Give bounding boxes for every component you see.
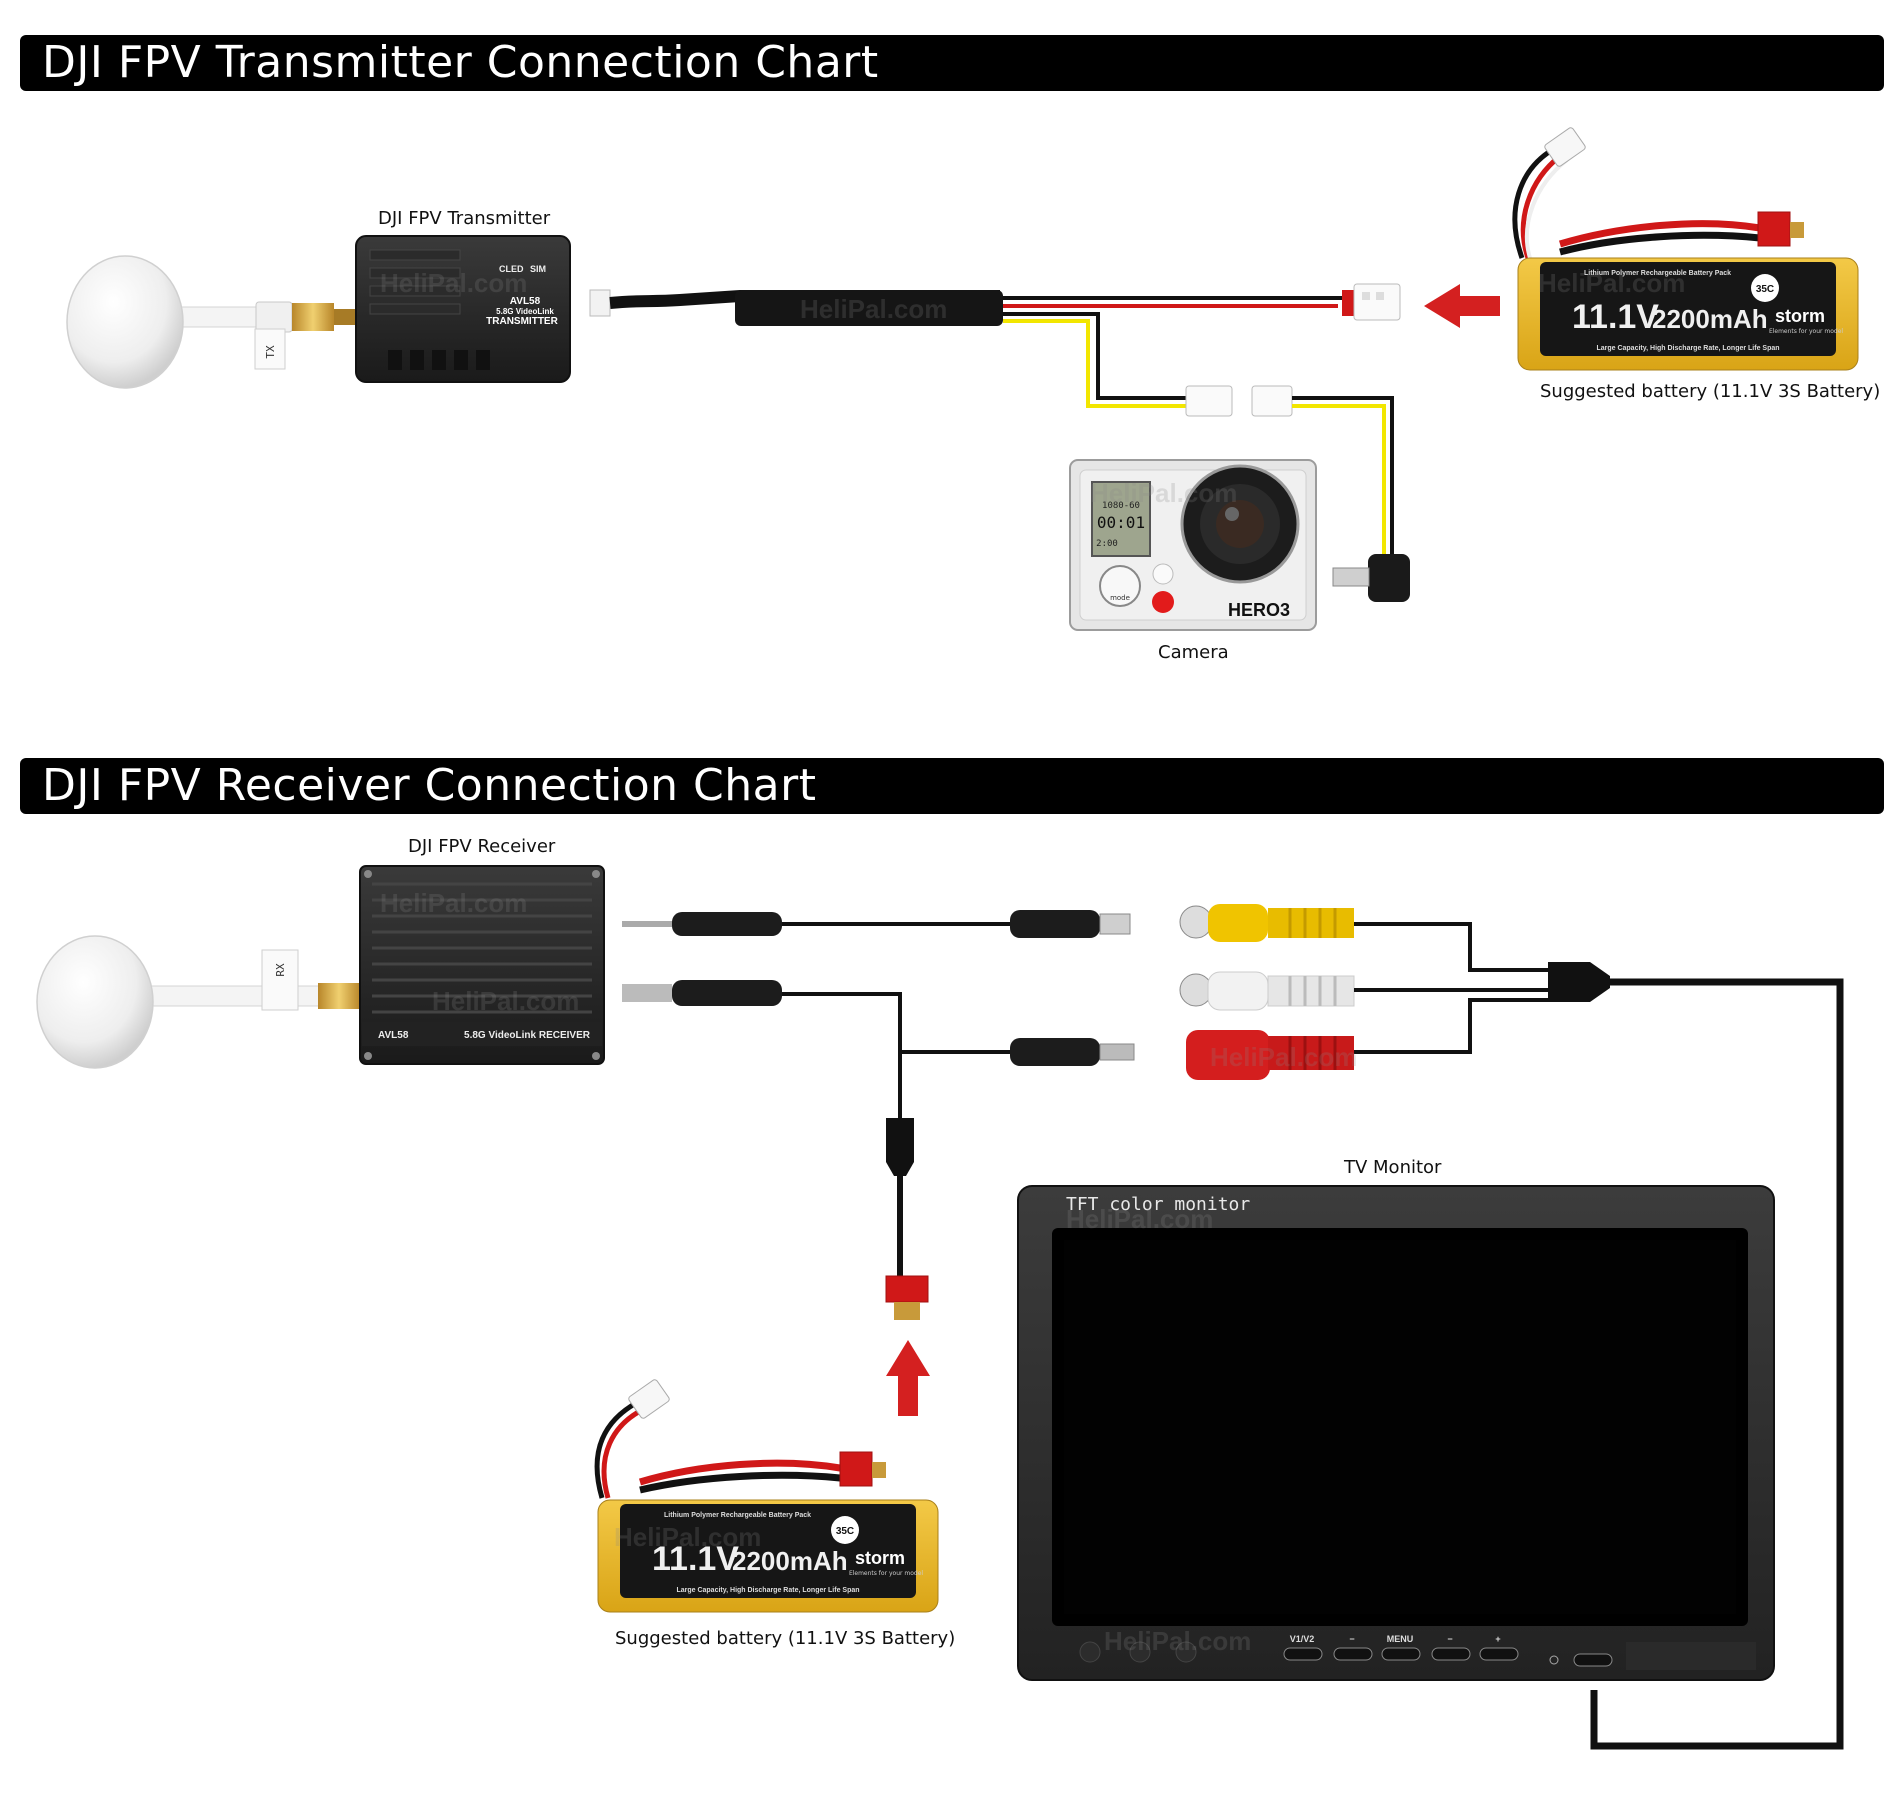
monitor-btn-label-plus: + — [1495, 1634, 1500, 1644]
monitor-btn-label-minus-1: − — [1349, 1634, 1354, 1644]
watermark: HeliPal.com — [1066, 1204, 1213, 1234]
tx-badge-sim: SIM — [530, 264, 546, 274]
receiver-unit: AVL58 5.8G VideoLink RECEIVER — [359, 865, 605, 1065]
tx-type: TRANSMITTER — [486, 316, 558, 327]
transmitter-unit: CLED SIM AVL58 5.8G VideoLink TRANSMITTE… — [355, 235, 571, 383]
monitor-btn-label-menu: MENU — [1387, 1634, 1414, 1644]
rx-battery-top-text: Lithium Polymer Rechargeable Battery Pac… — [664, 1512, 811, 1519]
watermark: HeliPal.com — [614, 1522, 761, 1552]
camera-label: Camera — [1158, 642, 1229, 663]
rx-battery-arrow — [886, 1340, 930, 1416]
rx-battery-rating: 35C — [836, 1526, 854, 1537]
tx-videolink: 5.8G VideoLink — [496, 307, 554, 316]
watermark: HeliPal.com — [432, 986, 579, 1016]
tx-battery-tagline: Elements for your model — [1769, 328, 1843, 335]
receiver-label: DJI FPV Receiver — [408, 836, 556, 857]
receiver-chart-title: DJI FPV Receiver Connection Chart — [42, 760, 817, 811]
rx-battery-brand: storm — [855, 1548, 905, 1568]
tx-model: AVL58 — [510, 296, 541, 307]
tx-battery-rating: 35C — [1756, 284, 1774, 295]
rx-antenna-tag: RX — [274, 963, 287, 977]
rx-battery-label: Suggested battery (11.1V 3S Battery) — [615, 1628, 956, 1649]
camera-time: 00:01 — [1097, 513, 1145, 532]
camera-model: HERO3 — [1228, 600, 1290, 620]
tx-battery-label: Suggested battery (11.1V 3S Battery) — [1540, 381, 1881, 402]
camera-resolution: 1080-60 — [1102, 501, 1140, 511]
receiver-chart-banner: DJI FPV Receiver Connection Chart — [20, 758, 1884, 814]
tx-cable — [589, 283, 1410, 602]
tx-battery-bottom-text: Large Capacity, High Discharge Rate, Lon… — [1596, 345, 1779, 352]
rx-model: AVL58 — [378, 1030, 409, 1041]
camera: 1080-60 00:01 2:00 mode HERO3 — [1069, 459, 1317, 631]
tx-battery-brand: storm — [1775, 306, 1825, 326]
watermarks: HeliPal.com HeliPal.com HeliPal.com Heli… — [380, 268, 1685, 1656]
camera-mode-label: mode — [1110, 594, 1130, 602]
watermark: HeliPal.com — [1538, 268, 1685, 298]
watermark: HeliPal.com — [1090, 478, 1237, 508]
monitor-av-cable — [1354, 922, 1844, 1750]
tx-antenna-tag: TX — [264, 345, 277, 359]
watermark: HeliPal.com — [800, 294, 947, 324]
transmitter-label: DJI FPV Transmitter — [378, 208, 551, 229]
transmitter-chart-title: DJI FPV Transmitter Connection Chart — [42, 37, 879, 88]
rx-battery: Lithium Polymer Rechargeable Battery Pac… — [594, 1379, 939, 1613]
monitor-label: TV Monitor — [1344, 1157, 1442, 1178]
tx-battery-arrow — [1424, 284, 1500, 328]
watermark: HeliPal.com — [380, 268, 527, 298]
monitor-btn-label-minus-2: − — [1447, 1634, 1452, 1644]
camera-remaining: 2:00 — [1096, 539, 1118, 549]
tv-monitor: TFT color monitor V1/V2 − MENU − + — [1017, 1185, 1775, 1681]
rx-battery-bottom-text: Large Capacity, High Discharge Rate, Lon… — [676, 1587, 859, 1594]
tx-battery-top-text: Lithium Polymer Rechargeable Battery Pac… — [1584, 270, 1731, 277]
rx-av-cable — [622, 910, 1131, 938]
rx-battery-voltage: 11.1V — [652, 1540, 739, 1578]
rca-red — [1186, 1030, 1354, 1080]
watermark: HeliPal.com — [1210, 1042, 1357, 1072]
tx-badge-cled: CLED — [499, 264, 524, 274]
watermark: HeliPal.com — [380, 888, 527, 918]
monitor-btn-label-v1v2: V1/V2 — [1290, 1634, 1315, 1644]
rx-battery-tagline: Elements for your model — [849, 1570, 923, 1577]
rx-battery-capacity: 2200mAh — [732, 1546, 848, 1576]
watermark: HeliPal.com — [1104, 1626, 1251, 1656]
tx-battery: Lithium Polymer Rechargeable Battery Pac… — [1512, 127, 1859, 371]
tx-antenna: TX — [66, 255, 358, 389]
rx-antenna: RX — [36, 935, 360, 1069]
rx-type: 5.8G VideoLink RECEIVER — [464, 1030, 591, 1041]
transmitter-chart-banner: DJI FPV Transmitter Connection Chart — [20, 35, 1884, 91]
tx-battery-capacity: 2200mAh — [1652, 304, 1768, 334]
rca-yellow — [1179, 904, 1354, 942]
rca-white — [1179, 971, 1355, 1011]
tx-battery-voltage: 11.1V — [1572, 298, 1659, 336]
rx-power-cable — [622, 980, 1135, 1320]
monitor-brand: TFT color monitor — [1066, 1194, 1250, 1215]
